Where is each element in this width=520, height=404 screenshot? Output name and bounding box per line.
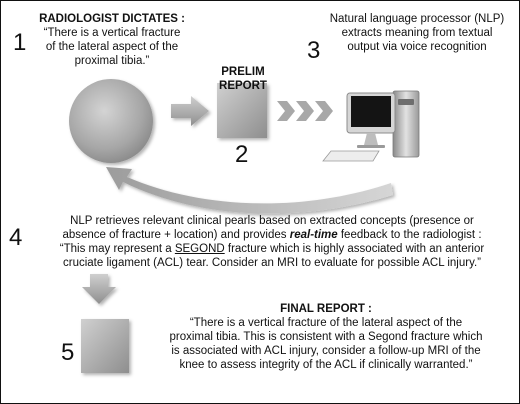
nlp-line-1: Natural language processor (NLP) <box>329 13 505 25</box>
final-report-line-1: “There is a vertical fracture of the lat… <box>189 317 463 329</box>
nlp-block: Natural language processor (NLP) extract… <box>319 12 515 54</box>
feedback-line-2: absence of fracture + location) and prov… <box>29 228 515 242</box>
final-report-box <box>81 319 129 373</box>
final-report-title: FINAL REPORT : <box>280 303 372 315</box>
nlp-feedback-block: NLP retrieves relevant clinical pearls b… <box>29 214 515 270</box>
step-number-1: 1 <box>13 29 27 56</box>
final-report-block: FINAL REPORT : “There is a vertical frac… <box>141 302 511 372</box>
final-report-line-3: is associated with ACL injury, consider … <box>171 345 481 357</box>
chevron-2 <box>296 101 314 121</box>
feedback-line-3-end: fracture which is highly associated with… <box>224 243 485 255</box>
feedback-line-3: “This may represent a SEGOND fracture wh… <box>29 242 515 256</box>
dictation-line-3: proximal tibia.” <box>74 55 150 67</box>
feedback-line-2-start: absence of fracture + location) and prov… <box>62 229 290 241</box>
dictation-line-2: of the lateral aspect of the <box>45 41 179 53</box>
chevron-3 <box>315 101 333 121</box>
nlp-line-2: extracts meaning from textual <box>341 27 493 39</box>
step-number-2: 2 <box>235 141 249 168</box>
feedback-line-2-end: feedback to the radiologist : <box>337 229 482 241</box>
prelim-report-box <box>217 83 267 138</box>
feedback-line-1: NLP retrieves relevant clinical pearls b… <box>70 215 474 227</box>
radiologist-dictates-title: RADIOLOGIST DICTATES : <box>39 13 185 25</box>
step-number-3: 3 <box>307 37 321 64</box>
computer-icon <box>322 90 420 162</box>
segond-underlined: SEGOND <box>174 243 225 255</box>
arrow-to-prelim <box>171 96 209 126</box>
real-time-emphasis: real-time <box>289 229 338 241</box>
final-report-line-4: knee to assess integrity of the ACL if c… <box>179 359 473 371</box>
prelim-report-title: PRELIM REPORT <box>219 66 267 92</box>
feedback-curved-arrow <box>106 167 393 214</box>
radiologist-dictates-block: RADIOLOGIST DICTATES : “There is a verti… <box>33 12 191 68</box>
chevron-1 <box>277 101 295 121</box>
feedback-line-4: cruciate ligament (ACL) tear. Consider a… <box>62 257 482 269</box>
step-number-5: 5 <box>61 339 75 366</box>
step-number-4: 4 <box>9 224 23 251</box>
arrow-to-final <box>82 274 116 304</box>
dictation-line-1: “There is a vertical fracture <box>43 27 181 39</box>
nlp-line-3: output via voice recognition <box>347 41 487 53</box>
final-report-line-2: proximal tibia. This is consistent with … <box>169 331 483 343</box>
radiologist-circle <box>69 79 153 163</box>
feedback-line-3-start: “This may represent a <box>59 243 175 255</box>
